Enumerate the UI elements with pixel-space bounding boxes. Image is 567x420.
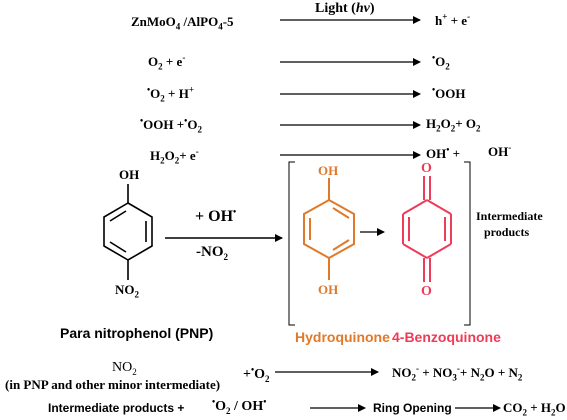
r2-reactant: O2 + e- [148, 52, 186, 72]
last-left: Intermediate products + [48, 401, 185, 415]
bracket-left [288, 161, 295, 326]
r1-reactant: ZnMoO4 /AlPO4-5 [131, 14, 234, 32]
intermediate-label-2: products [484, 225, 530, 239]
intermediate-label-1: Intermediate [476, 209, 543, 223]
pnp-oh-label: OH [119, 167, 140, 182]
r4-product: H2O2+ O2 [426, 116, 481, 134]
hydroquinone-name: Hydroquinone [295, 329, 390, 345]
r5-reactant: H2O2+ e- [150, 146, 199, 166]
r5-product-2: OH- [488, 142, 512, 159]
hydroquinone-oh-bottom: OH [318, 282, 339, 297]
benzoquinone-name: 4-Benzoquinone [392, 329, 501, 345]
reagent-oh: + OH• [195, 206, 237, 225]
pnp-name: Para nitrophenol (PNP) [60, 325, 214, 341]
r5-product: OH• + [426, 144, 461, 161]
final-products: CO2 + H2O [503, 400, 566, 418]
bottom-no2-products: NO2- + NO3-+ N2O + N2 [392, 363, 523, 383]
r1-arrow-label: Light (hν) [315, 1, 375, 16]
benzoquinone-o-bottom: O [421, 284, 432, 299]
r3-product: •OOH [432, 84, 466, 101]
bottom-no2: NO2 [112, 360, 137, 377]
r4-reactant: •OOH +•O2 [140, 115, 202, 135]
bracket-right [464, 161, 471, 326]
r3-reactant: •O2 + H+ [147, 84, 194, 104]
benzoquinone-structure [402, 176, 452, 282]
r2-product: •O2 [432, 52, 450, 72]
bottom-no2-note: (in PNP and other minor intermediate) [5, 377, 221, 392]
benzoquinone-o-top: O [421, 161, 432, 176]
hydroquinone-structure [303, 178, 355, 280]
hydroquinone-oh-top: OH [318, 163, 339, 178]
pnp-structure [103, 184, 153, 280]
pnp-no2-label: NO2 [115, 282, 139, 300]
reagent-minus-no2: -NO2 [196, 244, 228, 262]
ring-opening: Ring Opening [373, 401, 452, 415]
r1-product: h+ + e- [435, 11, 471, 28]
bottom-o2: +•O2 [243, 364, 270, 384]
last-radicals: •O2 / OH• [212, 396, 267, 416]
